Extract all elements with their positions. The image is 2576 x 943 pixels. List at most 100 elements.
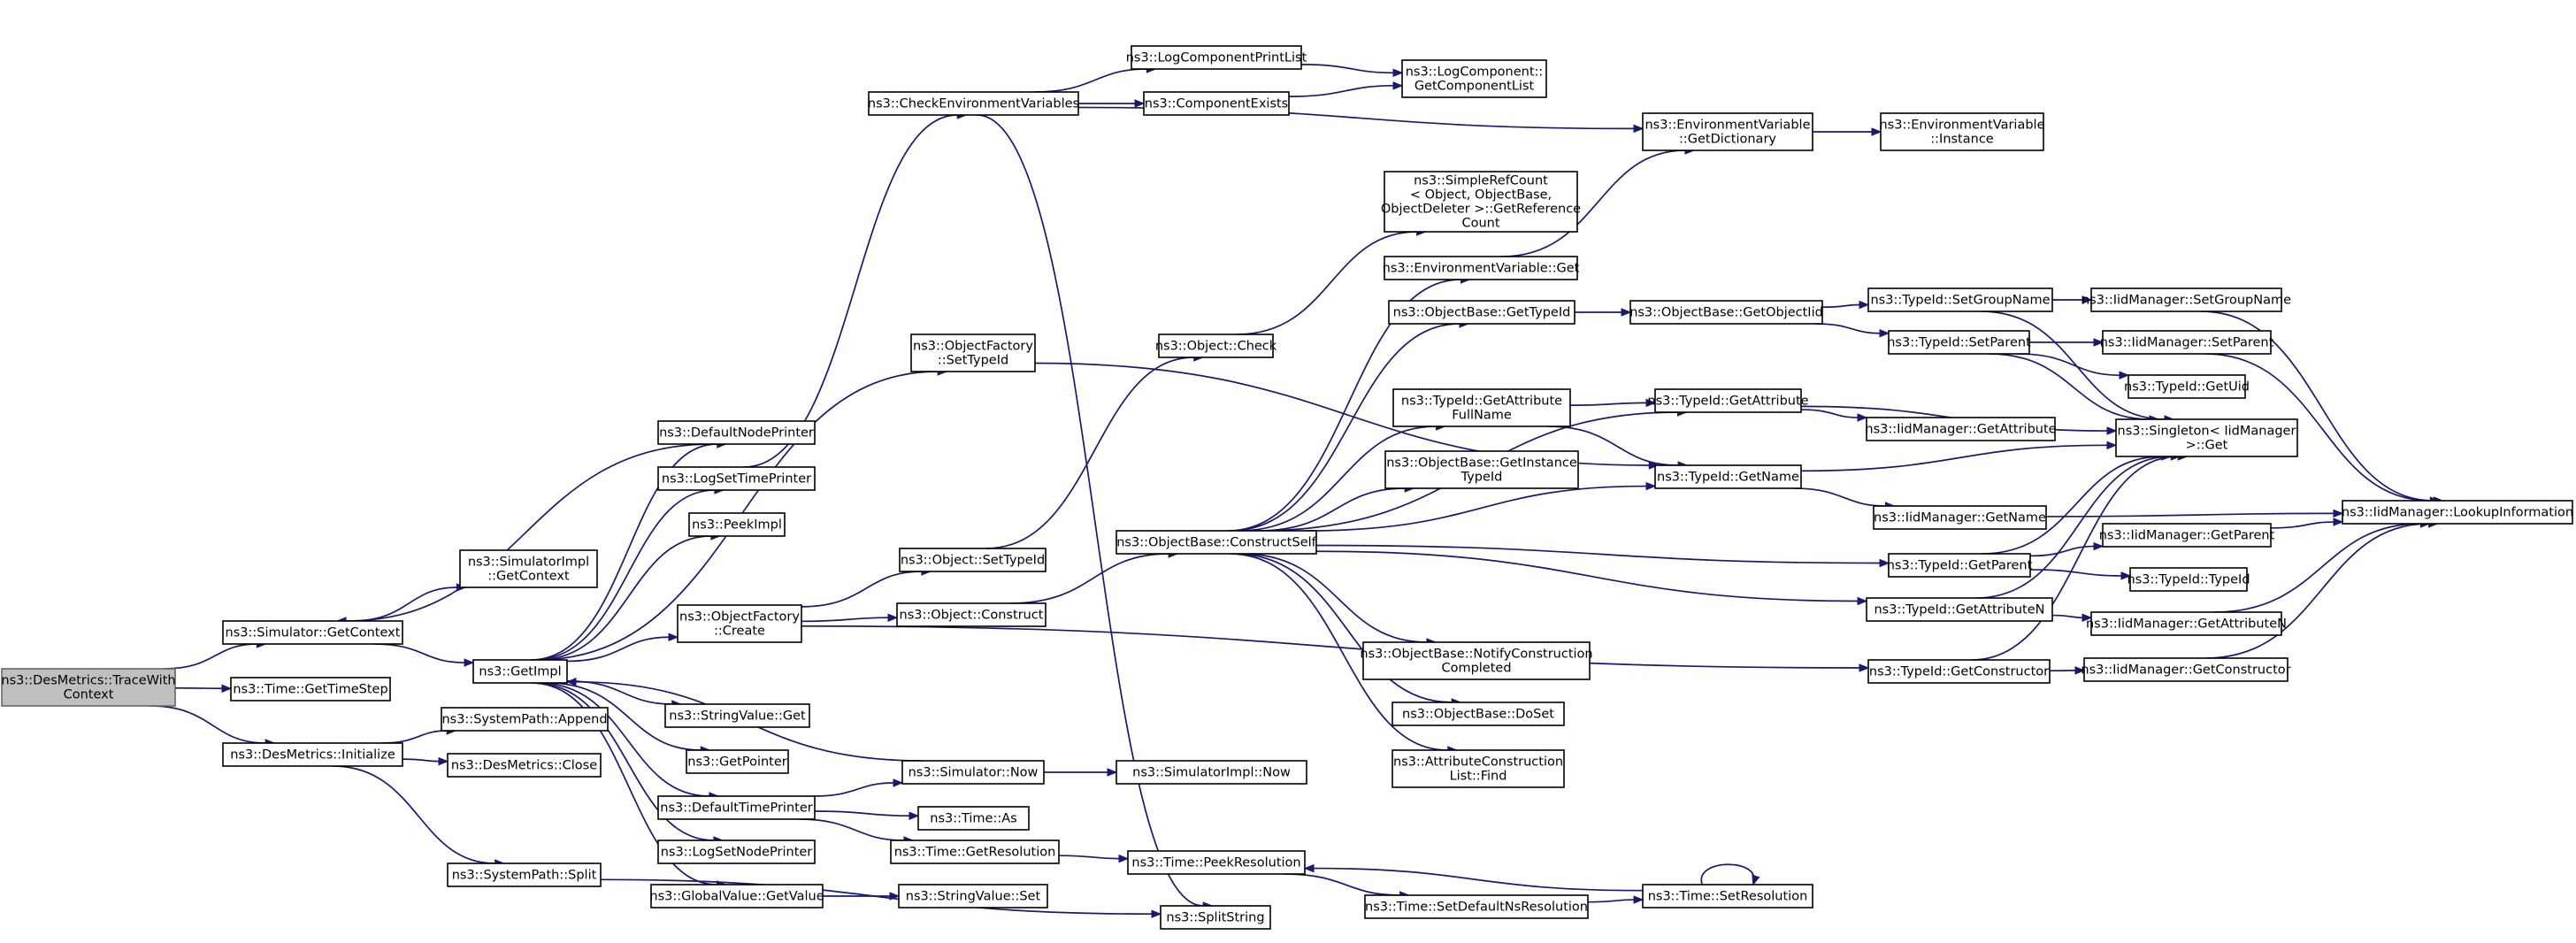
node-object-construct[interactable]: ns3::Object::Construct: [896, 602, 1046, 627]
edge-line: [1058, 855, 1120, 860]
node-logsetnodeprinter[interactable]: ns3::LogSetNodePrinter: [657, 840, 816, 864]
node-envvar-getdictionary[interactable]: ns3::EnvironmentVariable::GetDictionary: [1642, 112, 1813, 151]
node-object-check[interactable]: ns3::Object::Check: [1155, 334, 1277, 358]
call-edge-objectbase_getobjectiid-to-typeid_setgroupname: [1821, 300, 1870, 310]
arrowhead-icon: [1857, 413, 1868, 422]
node-iidmgr-setgroupname[interactable]: ns3::IidManager::SetGroupName: [2082, 288, 2291, 312]
node-simimpl-getcontext[interactable]: ns3::SimulatorImpl::GetContext: [459, 549, 598, 588]
arrowhead-icon: [1633, 895, 1644, 904]
node-iidmgr-setparent[interactable]: ns3::IidManager::SetParent: [2100, 330, 2274, 355]
edge-line: [346, 443, 712, 622]
edge-line: [798, 818, 904, 841]
node-iidmgr-lookupinfo[interactable]: ns3::IidManager::LookupInformation: [2342, 500, 2573, 525]
node-typeid-setgroupname[interactable]: ns3::TypeId::SetGroupName: [1867, 288, 2053, 312]
node-objectbase-gettypeid[interactable]: ns3::ObjectBase::GetTypeId: [1388, 300, 1576, 325]
node-time-setresolution[interactable]: ns3::Time::SetResolution: [1642, 884, 1813, 908]
call-edge-typeid_setparent-to-iidmgr_setparent: [2028, 338, 2104, 347]
node-envvar-get[interactable]: ns3::EnvironmentVariable::Get: [1383, 256, 1580, 280]
call-edge-objfactory_create-to-object_settypeid: [801, 567, 932, 608]
node-getimpl[interactable]: ns3::GetImpl: [472, 659, 568, 684]
node-getpointer[interactable]: ns3::GetPointer: [686, 749, 789, 774]
edge-line: [1227, 279, 1461, 532]
node-objectbase-notifyconstruction[interactable]: ns3::ObjectBase::NotifyConstructionCompl…: [1360, 641, 1593, 680]
edge-line: [373, 643, 465, 663]
node-box: [1116, 530, 1317, 555]
node-logsettimeprinter[interactable]: ns3::LogSetTimePrinter: [657, 466, 816, 491]
node-box: [1642, 112, 1813, 151]
node-time-getresolution[interactable]: ns3::Time::GetResolution: [890, 840, 1060, 864]
node-simplerefcount[interactable]: ns3::SimpleRefCount< Object, ObjectBase,…: [1381, 171, 1581, 233]
node-logcompprintlist[interactable]: ns3::LogComponentPrintList: [1126, 45, 1307, 70]
node-logcomp-getlist[interactable]: ns3::LogComponent::GetComponentList: [1401, 59, 1547, 98]
node-componentexists[interactable]: ns3::ComponentExists: [1143, 91, 1290, 116]
node-objectbase-getobjectiid[interactable]: ns3::ObjectBase::GetObjectIid: [1629, 300, 1823, 325]
node-iidmgr-getattribute[interactable]: ns3::IidManager::GetAttribute: [1865, 417, 2057, 441]
node-box: [686, 749, 789, 774]
node-label: ns3::EnvironmentVariable: [1879, 119, 2044, 133]
node-typeid-getattributen[interactable]: ns3::TypeId::GetAttributeN: [1866, 597, 2053, 622]
call-edge-tracewith-to-time_gettimestep: [174, 684, 233, 694]
node-box: [1867, 659, 2051, 684]
node-defaulttimeprinter[interactable]: ns3::DefaultTimePrinter: [657, 795, 816, 820]
node-systempath-append[interactable]: ns3::SystemPath::Append: [441, 707, 609, 732]
node-iidmgr-getname[interactable]: ns3::IidManager::GetName: [1873, 505, 2047, 530]
node-sim-getcontext[interactable]: ns3::Simulator::GetContext: [222, 620, 403, 645]
node-checkenv[interactable]: ns3::CheckEnvironmentVariables: [868, 91, 1079, 116]
node-desmetrics-close[interactable]: ns3::DesMetrics::Close: [447, 753, 602, 778]
node-envvar-instance[interactable]: ns3::EnvironmentVariable::Instance: [1879, 112, 2045, 151]
node-typeid-getconstructor[interactable]: ns3::TypeId::GetConstructor: [1867, 659, 2051, 684]
node-box: [441, 707, 609, 732]
node-defaultnodeprinter[interactable]: ns3::DefaultNodePrinter: [657, 420, 816, 445]
node-typeid-getuid[interactable]: ns3::TypeId::GetUid: [2124, 374, 2250, 399]
node-iidmgr-getparent[interactable]: ns3::IidManager::GetParent: [2099, 523, 2275, 548]
edge-line: [150, 705, 266, 744]
node-singleton-get[interactable]: ns3::Singleton< IidManager >::Get: [2115, 418, 2298, 457]
node-label: ns3::SimulatorImpl::Now: [1132, 766, 1291, 780]
arrowhead-icon: [1151, 909, 1162, 918]
node-objectbase-constructself[interactable]: ns3::ObjectBase::ConstructSelf: [1116, 530, 1317, 555]
node-typeid-getparent[interactable]: ns3::TypeId::GetParent: [1887, 553, 2033, 578]
call-edge-objectbase_constructself-to-typeid_getparent: [1315, 544, 1890, 568]
node-systempath-split[interactable]: ns3::SystemPath::Split: [447, 862, 602, 887]
arrowhead-icon: [2082, 295, 2093, 304]
node-time-gettimestep[interactable]: ns3::Time::GetTimeStep: [230, 677, 391, 702]
node-iidmgr-getattributen[interactable]: ns3::IidManager::GetAttributeN: [2086, 611, 2287, 636]
node-simimpl-now[interactable]: ns3::SimulatorImpl::Now: [1116, 760, 1307, 785]
node-typeid-setparent[interactable]: ns3::TypeId::SetParent: [1887, 330, 2031, 355]
node-time-peekresolution[interactable]: ns3::Time::PeekResolution: [1127, 850, 1306, 875]
call-edge-checkenv-to-splitstring: [977, 114, 1214, 910]
node-simulator-now[interactable]: ns3::Simulator::Now: [901, 760, 1045, 785]
node-label: ns3::EnvironmentVariable::Get: [1383, 262, 1580, 276]
node-stringvalue-set[interactable]: ns3::StringValue::Set: [898, 884, 1048, 908]
arrowhead-icon: [2120, 571, 2132, 580]
node-typeid-getname[interactable]: ns3::TypeId::GetName: [1654, 464, 1802, 489]
node-desmetrics-init[interactable]: ns3::DesMetrics::Initialize: [222, 742, 403, 767]
call-edge-typeid_getconstructor-to-iidmgr_getconstructor: [2049, 666, 2086, 675]
node-iidmgr-getconstructor[interactable]: ns3::IidManager::GetConstructor: [2081, 657, 2291, 682]
edge-line: [566, 636, 670, 663]
node-peekimpl[interactable]: ns3::PeekImpl: [688, 512, 786, 537]
node-object-settypeid[interactable]: ns3::Object::SetTypeId: [899, 548, 1046, 572]
edge-line: [1587, 899, 1635, 903]
node-time-setdefaultnsres[interactable]: ns3::Time::SetDefaultNsResolution: [1364, 894, 1589, 919]
edge-line: [977, 114, 1204, 907]
node-label: ns3::LogSetTimePrinter: [662, 472, 811, 487]
node-objfactory-settypeid[interactable]: ns3::ObjectFactory::SetTypeId: [910, 334, 1036, 372]
node-globalvalue-getvalue[interactable]: ns3::GlobalValue::GetValue: [649, 884, 824, 908]
node-splitstring[interactable]: ns3::SplitString: [1160, 905, 1271, 930]
node-typeid-getattribute[interactable]: ns3::TypeId::GetAttribute: [1647, 388, 1809, 413]
node-stringvalue-get[interactable]: ns3::StringValue::Get: [664, 703, 810, 728]
node-label: ns3::IidManager::GetConstructor: [2081, 663, 2290, 678]
node-box: [898, 884, 1048, 908]
node-objectbase-doset[interactable]: ns3::ObjectBase::DoSet: [1392, 702, 1565, 726]
node-time-as[interactable]: ns3::Time::As: [917, 806, 1030, 831]
arrowhead-icon: [1879, 558, 1890, 568]
node-objfactory-create[interactable]: ns3::ObjectFactory::Create: [677, 604, 802, 643]
node-typeid-typeid[interactable]: ns3::TypeId::TypeId: [2127, 567, 2250, 592]
arrowhead-icon: [2074, 666, 2086, 675]
node-box: [2083, 657, 2288, 682]
